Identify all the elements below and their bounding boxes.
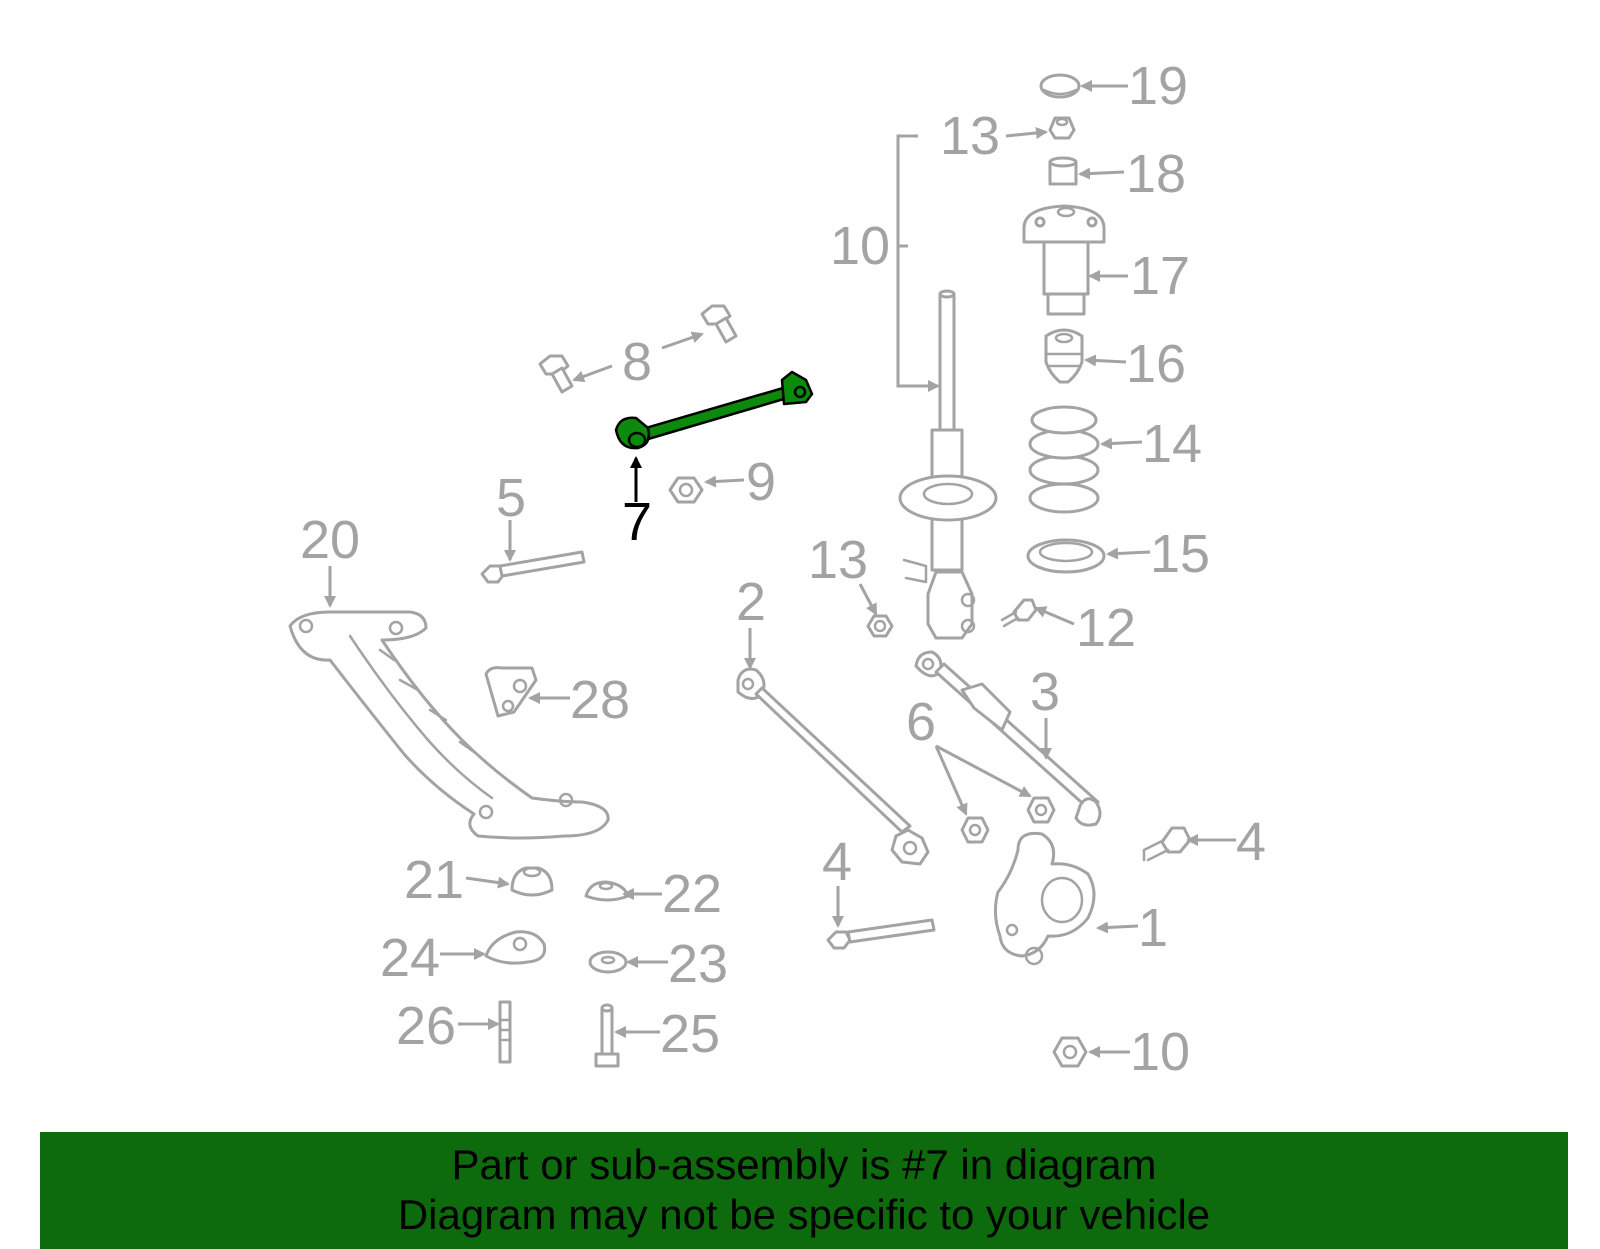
- part-6-nut-a[interactable]: [960, 816, 990, 844]
- part-12-bolt[interactable]: [1000, 598, 1038, 628]
- part-3-adjusting-rod[interactable]: [914, 650, 1102, 827]
- banner-disclaimer: Diagram may not be specific to your vehi…: [397, 1191, 1211, 1238]
- part-14-nut[interactable]: [1048, 116, 1076, 140]
- part-8-bolt-left[interactable]: [538, 354, 574, 394]
- part-1-steering-knuckle[interactable]: [993, 831, 1096, 966]
- callout-8: 8: [622, 332, 652, 392]
- part-25-mount[interactable]: [484, 930, 547, 965]
- part-24-washer[interactable]: [588, 950, 628, 974]
- callout-5: 5: [496, 468, 526, 528]
- callout-1: 1: [1138, 898, 1168, 958]
- part-26-bolt[interactable]: [594, 1003, 620, 1068]
- leader-lines: [324, 80, 1236, 1058]
- callout-17: 16: [1126, 334, 1186, 394]
- callout-2: 2: [736, 572, 766, 632]
- callout-18: 17: [1130, 246, 1190, 306]
- part-17-bump-stop[interactable]: [1044, 328, 1084, 384]
- part-19-bushing[interactable]: [1048, 156, 1078, 186]
- part-28-bracket[interactable]: [484, 666, 538, 718]
- callout-19: 18: [1126, 144, 1186, 204]
- callout-16: 15: [1150, 524, 1210, 584]
- banner-part-note: Part or sub-assembly is #7 in diagram: [451, 1141, 1157, 1188]
- callout-15: 14: [1142, 414, 1202, 474]
- part-13-nut[interactable]: [866, 614, 894, 638]
- part-23-nut[interactable]: [584, 880, 630, 902]
- callout-7: 7: [622, 492, 652, 552]
- part-4-bolt-right[interactable]: [1142, 826, 1192, 862]
- callout-3: 3: [1030, 662, 1060, 722]
- part-15-coil-spring[interactable]: [1028, 405, 1100, 514]
- callout-24: 23: [668, 934, 728, 994]
- part-11-strut-assembly[interactable]: [896, 134, 998, 640]
- part-6-nut-b[interactable]: [1026, 796, 1056, 824]
- info-banner: Part or sub-assembly is #7 in diagram Di…: [40, 1132, 1568, 1249]
- part-21-crossmember[interactable]: [288, 610, 610, 840]
- callout-labels: 19 13 18 10 17 16 14 15 12 13 8 9 7 5 20…: [300, 56, 1266, 1082]
- part-20-cap[interactable]: [1039, 73, 1081, 99]
- callout-10: 10: [1130, 1022, 1190, 1082]
- callout-4-right: 4: [1236, 812, 1266, 872]
- part-18-strut-mount[interactable]: [1022, 204, 1106, 316]
- part-8-bolt-right[interactable]: [700, 304, 738, 344]
- callout-11: 10: [830, 216, 890, 276]
- callout-12: 12: [1076, 598, 1136, 658]
- callout-6: 6: [906, 692, 936, 752]
- callout-9: 9: [746, 452, 776, 512]
- callout-14: 13: [940, 106, 1000, 166]
- callout-27: 26: [396, 996, 456, 1056]
- part-7-lateral-link-highlighted[interactable]: [614, 370, 814, 450]
- part-27-bolt[interactable]: [498, 1000, 512, 1064]
- parts-diagram: 19 13 18 10 17 16 14 15 12 13 8 9 7 5 20…: [288, 56, 1266, 1082]
- callout-13: 13: [808, 530, 868, 590]
- callout-4-long: 4: [822, 832, 852, 892]
- callout-22: 21: [404, 850, 464, 910]
- part-10-nut[interactable]: [1052, 1036, 1088, 1068]
- callout-26: 25: [660, 1004, 720, 1064]
- part-4-bolt-long[interactable]: [826, 918, 936, 950]
- callout-21: 20: [300, 510, 360, 570]
- callout-28: 28: [570, 670, 630, 730]
- callout-25: 24: [380, 928, 440, 988]
- part-5-bolt[interactable]: [480, 550, 586, 584]
- part-9-nut[interactable]: [668, 476, 704, 504]
- part-22-bushing[interactable]: [510, 866, 554, 897]
- callout-23: 22: [662, 864, 722, 924]
- part-2-lower-control-arm[interactable]: [736, 667, 930, 866]
- part-16-spring-insulator[interactable]: [1026, 538, 1106, 574]
- callout-20: 19: [1128, 56, 1188, 116]
